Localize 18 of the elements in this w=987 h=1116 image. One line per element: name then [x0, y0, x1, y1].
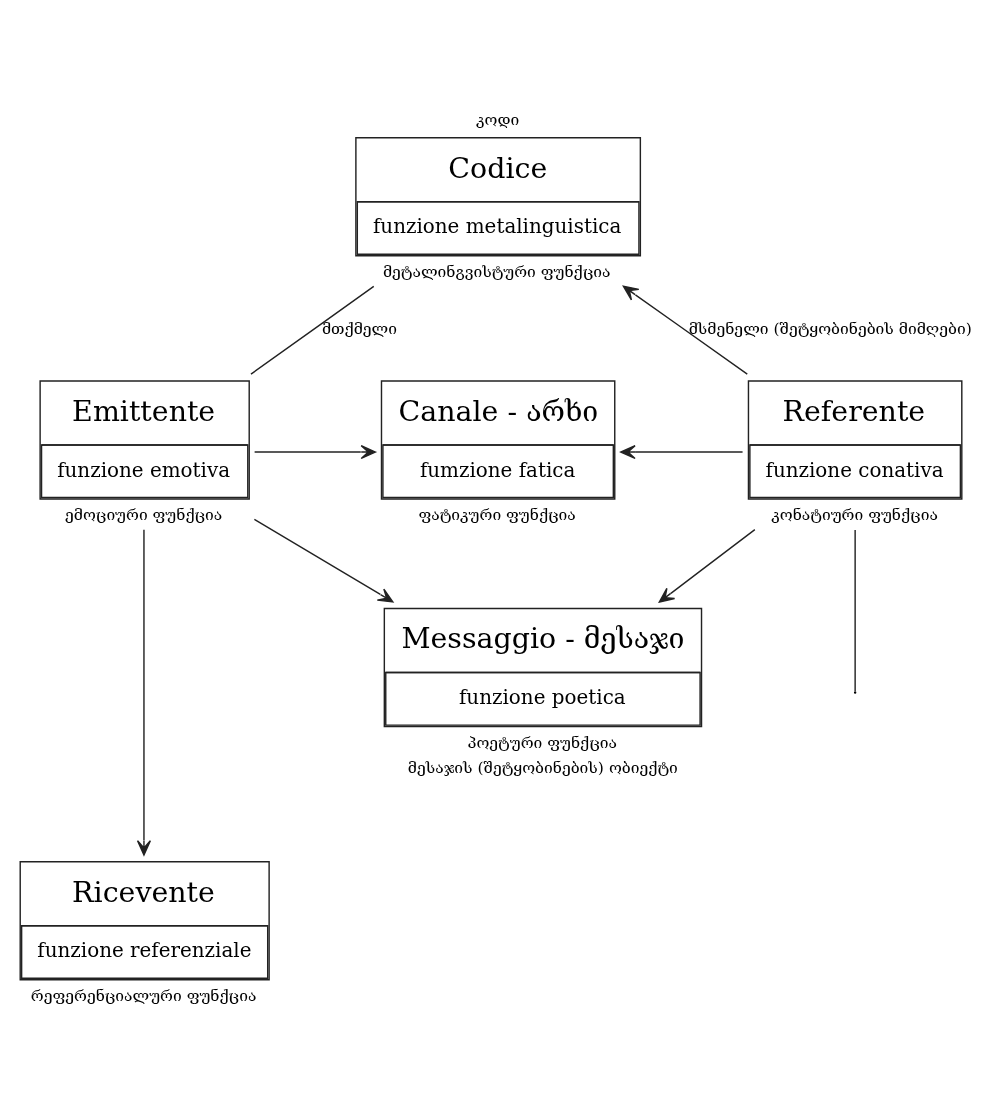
node-label: ემოციური ფუნქცია [65, 505, 223, 525]
node-label: პოეტური ფუნქცია [467, 732, 617, 752]
arrow [658, 528, 756, 603]
node-label: მეტალინგვისტური ფუნქცია [382, 261, 611, 281]
connector [854, 529, 856, 692]
connector [250, 285, 375, 375]
arrow [253, 518, 394, 603]
arrow [620, 444, 744, 460]
arrow [253, 444, 377, 460]
node-label: კოდი [476, 109, 520, 129]
edge-label: მსმენელი (შეტყობინების მიმღები) [688, 319, 972, 339]
arrow [622, 285, 748, 375]
node-label: კონატიური ფუნქცია [771, 505, 938, 525]
node-label: მესაჯის (შეტყობინების) ობიექტი [407, 758, 678, 778]
edge-label: მთქმელი [321, 319, 397, 339]
arrow [136, 529, 152, 856]
node-label: ფატიკური ფუნქცია [418, 505, 576, 525]
node-label: რეფერენციალური ფუნქცია [30, 985, 257, 1005]
